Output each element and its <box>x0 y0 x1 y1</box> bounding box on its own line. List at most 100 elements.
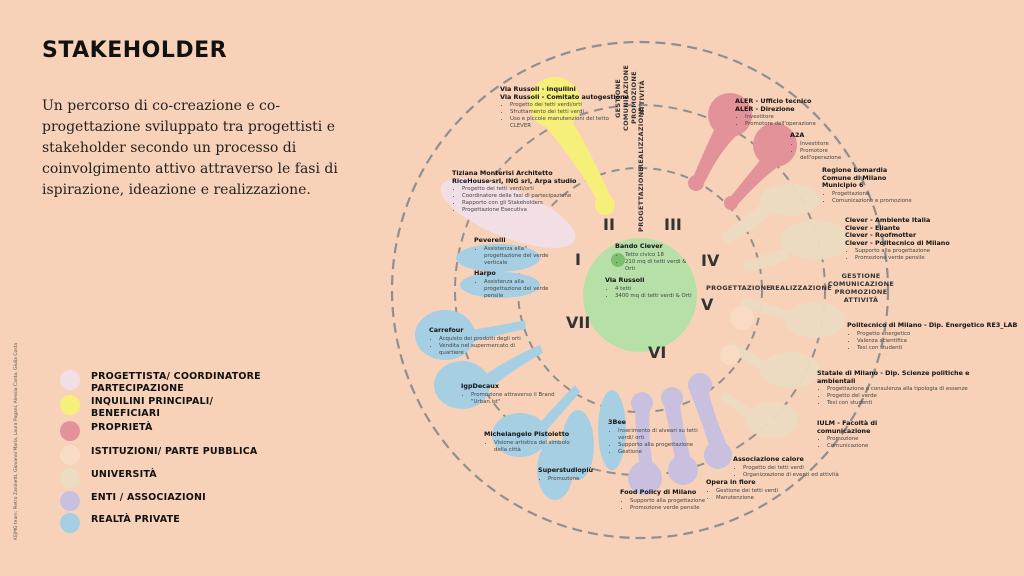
stakeholder-label: Food Policy di MilanoSupporto alla proge… <box>620 488 730 512</box>
stakeholder-item: Progetto energetico <box>857 331 1022 338</box>
stakeholder-item: Progettazione <box>832 191 922 198</box>
stakeholder-label: Opera in fioreGestione dei tetti verdiMa… <box>706 478 796 502</box>
center-circle <box>583 238 697 352</box>
stakeholder-label: Michelangelo PistolettoVisione artistica… <box>484 430 574 454</box>
outer-ring <box>390 40 890 540</box>
stakeholder-item: Supporto alla progettazione <box>855 248 965 255</box>
stakeholder-name: Politecnico di Milano - Dip. Energetico … <box>847 321 1018 329</box>
legend-label: PROPRIETÀ <box>91 422 153 433</box>
page-title: STAKEHOLDER <box>42 38 228 63</box>
numeral-5: V <box>701 295 714 314</box>
stakeholder-item: Visione artistica del simbolo della citt… <box>494 440 574 454</box>
stakeholder-item: Progetto dei tetti verdi/orti <box>462 186 582 193</box>
stakeholder-name: Harpo <box>474 269 496 277</box>
legend-swatch <box>60 513 80 533</box>
stakeholder-item: Promozione verde pensile <box>630 505 730 512</box>
stakeholder-item: Assistenza alla progettazione del verde … <box>484 246 559 267</box>
stakeholder-item: Tesi con studenti <box>827 400 977 407</box>
legend-swatch <box>60 421 80 441</box>
stakeholder-item: Promotore dell'operazione <box>800 148 870 162</box>
drop-inquilini <box>529 77 615 215</box>
stakeholder-name: Michelangelo Pistoletto <box>484 430 570 438</box>
stakeholder-item: Inserimento di alveari su tetti verdi/ o… <box>618 428 698 442</box>
stakeholder-label: Associazione caloreProgetto dei tetti ve… <box>733 455 843 479</box>
center-via: Via Russoli 4 tetti3400 mq di tetti verd… <box>605 276 695 300</box>
stakeholder-label: A2A InvestitorePromotore dell'operazione <box>790 131 870 162</box>
drop-aler <box>688 93 797 210</box>
stakeholder-item: Progettazione Esecutiva <box>462 207 582 214</box>
numeral-6: VI <box>648 343 667 362</box>
intro-text: Un percorso di co-creazione e co-progett… <box>42 98 338 198</box>
stakeholder-item: Comunicazione <box>827 443 927 450</box>
phase-top-mid: REALIZZAZIONE <box>637 107 645 169</box>
stakeholder-item: Vendita nel supermercato di quartiere <box>439 343 529 357</box>
stakeholder-item: Coordinatore delle fasi di partecipazion… <box>462 193 582 200</box>
stakeholder-name: Carrefour <box>429 326 464 334</box>
stakeholder-item: Promozione <box>827 436 927 443</box>
numeral-3: III <box>664 215 682 234</box>
numeral-7: VII <box>566 313 591 332</box>
stakeholder-name: Tiziana Monterisi Architetto RiceHouse s… <box>452 169 577 185</box>
drops-enti <box>628 373 732 495</box>
stakeholder-name: Opera in fiore <box>706 478 756 486</box>
stakeholder-label: ALER - Ufficio tecnico ALER - DirezioneI… <box>735 97 855 128</box>
stakeholder-label: SuperstudiopiùPromozione <box>538 466 618 483</box>
stakeholder-item: Uso e piccole manutenzioni del tetto CLE… <box>510 116 630 130</box>
stakeholder-label: IULM - Facoltà di comunicazionePromozion… <box>817 419 927 450</box>
stakeholder-name: Superstudiopiù <box>538 466 594 474</box>
stakeholder-name: ALER - Ufficio tecnico ALER - Direzione <box>735 97 812 113</box>
legend-swatch <box>60 491 80 511</box>
stakeholder-item: Investitore <box>800 141 870 148</box>
stakeholder-item: Progettazione e consulenza alla tipologi… <box>827 386 977 393</box>
stakeholder-item: Progetto dei tetti verdi/orti <box>510 102 630 109</box>
stakeholder-label: Statale di Milano - Dip. Scienze politic… <box>817 369 977 407</box>
drop-progettista <box>440 178 576 248</box>
drops-private <box>415 244 626 500</box>
legend-label: ENTI / ASSOCIAZIONI <box>91 492 206 503</box>
legend-swatch <box>60 370 80 390</box>
phase-right-mid: REALIZZAZIONE <box>770 284 832 292</box>
stakeholder-name: A2A <box>790 131 805 139</box>
stakeholder-item: Promotore dell'operazione <box>745 121 855 128</box>
legend-label: INQUILINI PRINCIPALI/ BENEFICIARI <box>91 396 214 419</box>
stakeholder-item: Promozione attraverso il Brand "Urban.is… <box>471 392 571 406</box>
stakeholder-name: 3Bee <box>608 418 626 426</box>
stakeholder-item: Progetto dei tetti verdi <box>743 465 843 472</box>
drops-light <box>720 306 754 365</box>
stakeholder-label: Regione Lomardia Comune di Milano Munici… <box>822 166 922 205</box>
phase-top-inner: PROGETTAZIONE <box>637 166 645 232</box>
legend-label: UNIVERSITÀ <box>91 469 157 480</box>
stakeholder-label: Politecnico di Milano - Dip. Energetico … <box>847 321 1022 352</box>
stakeholder-item: Gestione dei tetti verdi <box>716 488 796 495</box>
stakeholder-name: Regione Lomardia Comune di Milano Munici… <box>822 166 888 189</box>
center-dot <box>611 253 625 267</box>
phase-right-inner: PROGETTAZIONE <box>706 284 772 292</box>
legend-swatch <box>60 395 80 415</box>
numeral-4: IV <box>701 251 720 270</box>
stakeholder-name: Associazione calore <box>733 455 804 463</box>
stakeholder-item: Comunicazione e promozione <box>832 198 922 205</box>
stakeholder-item: Progetto del verde <box>827 393 977 400</box>
numeral-1: I <box>575 250 581 269</box>
stakeholder-item: Valenza scientifica <box>857 338 1022 345</box>
stakeholder-item: Organizzazione di eventi ed attività <box>743 472 843 479</box>
stakeholder-label: 3BeeInserimento di alveari su tetti verd… <box>608 418 698 456</box>
stakeholder-item: Acquisto dei prodotti degli orti <box>439 336 529 343</box>
stakeholder-label: CarrefourAcquisto dei prodotti degli ort… <box>429 326 529 357</box>
stakeholder-name: Statale di Milano - Dip. Scienze politic… <box>817 369 970 385</box>
phase-right-outer: GESTIONE COMUNICAZIONE PROMOZIONE ATTIVI… <box>827 272 895 304</box>
stakeholder-item: Sfruttamento dei tetti verdi <box>510 109 630 116</box>
legend-label: ISTITUZIONI/ PARTE PUBBLICA <box>91 446 258 457</box>
stakeholder-item: Promozione verde pensile <box>855 255 965 262</box>
stakeholder-item: Rapporto con gli Stakeholders <box>462 200 582 207</box>
stakeholder-item: Promozione <box>548 476 618 483</box>
stakeholder-label: IgpDecauxPromozione attraverso il Brand … <box>461 382 571 406</box>
stakeholder-item: Investitore <box>745 114 855 121</box>
stakeholder-name: Food Policy di Milano <box>620 488 697 496</box>
stakeholder-label: PeverelliAssistenza alla progettazione d… <box>474 236 559 267</box>
legend-swatch <box>60 468 80 488</box>
stakeholder-label: Tiziana Monterisi Architetto RiceHouse s… <box>452 169 582 214</box>
numeral-2: II <box>603 215 615 234</box>
stakeholder-item: Supporto alla progettazione <box>618 442 698 449</box>
